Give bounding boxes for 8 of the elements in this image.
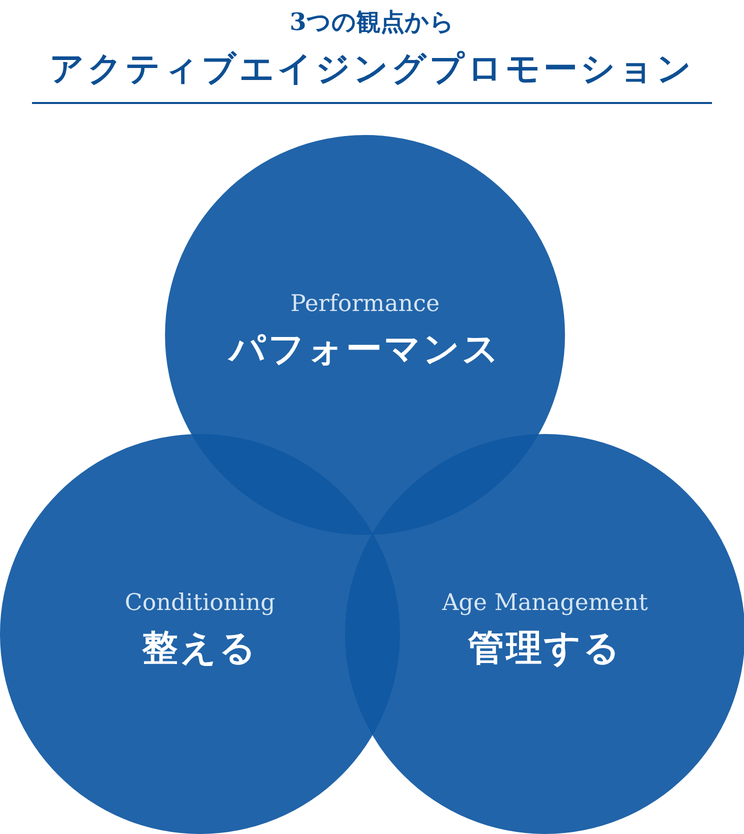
english-label: Conditioning: [124, 590, 276, 616]
english-label: Performance: [289, 291, 441, 317]
english-label: Age Management: [441, 590, 649, 616]
subtitle-text: 3つの観点から: [288, 6, 456, 38]
japanese-label: 管理する: [467, 626, 623, 671]
title-text: アクティブエイジングプロモーション: [48, 48, 696, 91]
japanese-label: 整える: [141, 626, 259, 671]
japanese-label: パフォーマンス: [226, 327, 502, 372]
